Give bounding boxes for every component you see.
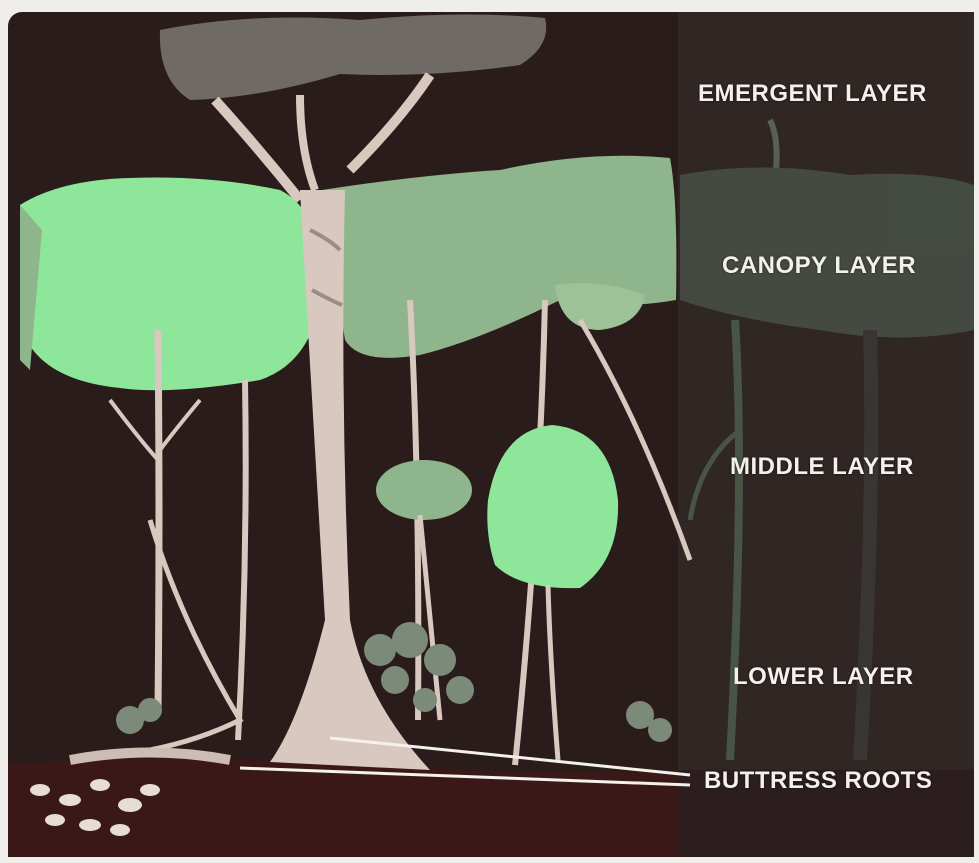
emergent-layer-label: EMERGENT LAYER <box>698 80 927 108</box>
middle-tree-crown <box>376 460 472 520</box>
left-canopy-crown <box>20 178 322 391</box>
middle-layer-label: MIDDLE LAYER <box>730 453 914 481</box>
buttress-roots-label: BUTTRESS ROOTS <box>704 767 932 795</box>
right-label-panel <box>678 12 974 857</box>
canopy-layer-label: CANOPY LAYER <box>722 252 916 280</box>
lower-layer-label: LOWER LAYER <box>733 663 914 691</box>
